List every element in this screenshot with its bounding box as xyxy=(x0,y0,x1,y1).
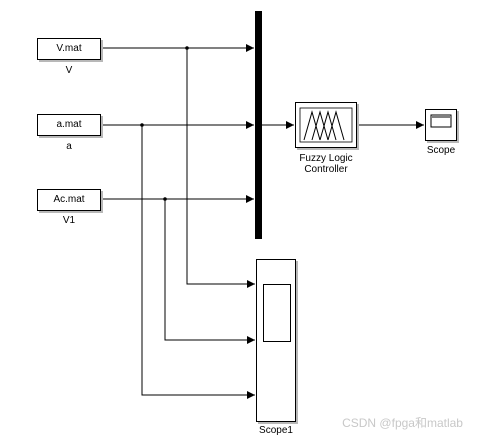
scope1-screen-icon xyxy=(263,284,291,342)
branch-line-ac-to-scope1[interactable] xyxy=(164,199,255,344)
scope-block[interactable] xyxy=(425,109,457,141)
branch-point-v xyxy=(185,46,189,50)
scope-label: Scope xyxy=(426,145,456,156)
scope1-label: Scope1 xyxy=(259,425,293,436)
source-block-ac-text: Ac.mat xyxy=(53,194,85,205)
mux-bar[interactable] xyxy=(255,11,262,239)
source-block-a[interactable]: a.mat xyxy=(37,114,101,136)
source-block-v-text: V.mat xyxy=(56,43,82,54)
scope1-block[interactable] xyxy=(256,259,296,422)
source-block-v-label: V xyxy=(65,65,73,76)
branch-line-v-to-scope1[interactable] xyxy=(186,48,255,288)
scope-screen-icon xyxy=(430,114,452,128)
membership-functions-icon xyxy=(299,107,353,143)
branch-line-a-to-scope1[interactable] xyxy=(141,125,255,399)
source-block-ac[interactable]: Ac.mat xyxy=(37,189,101,211)
fuzzy-label-line1: Fuzzy Logic xyxy=(299,153,353,164)
branch-point-ac xyxy=(163,197,167,201)
source-block-a-text: a.mat xyxy=(56,119,82,130)
fuzzy-label-line2: Controller xyxy=(304,164,348,175)
source-block-ac-label: V1 xyxy=(62,215,76,226)
fuzzy-logic-controller-label: Fuzzy Logic Controller xyxy=(280,153,372,175)
branch-point-a xyxy=(140,123,144,127)
fuzzy-logic-controller-block[interactable] xyxy=(295,102,357,148)
source-block-a-label: a xyxy=(66,141,72,152)
watermark: CSDN @fpga和matlab xyxy=(342,416,463,430)
source-block-v[interactable]: V.mat xyxy=(37,38,101,60)
